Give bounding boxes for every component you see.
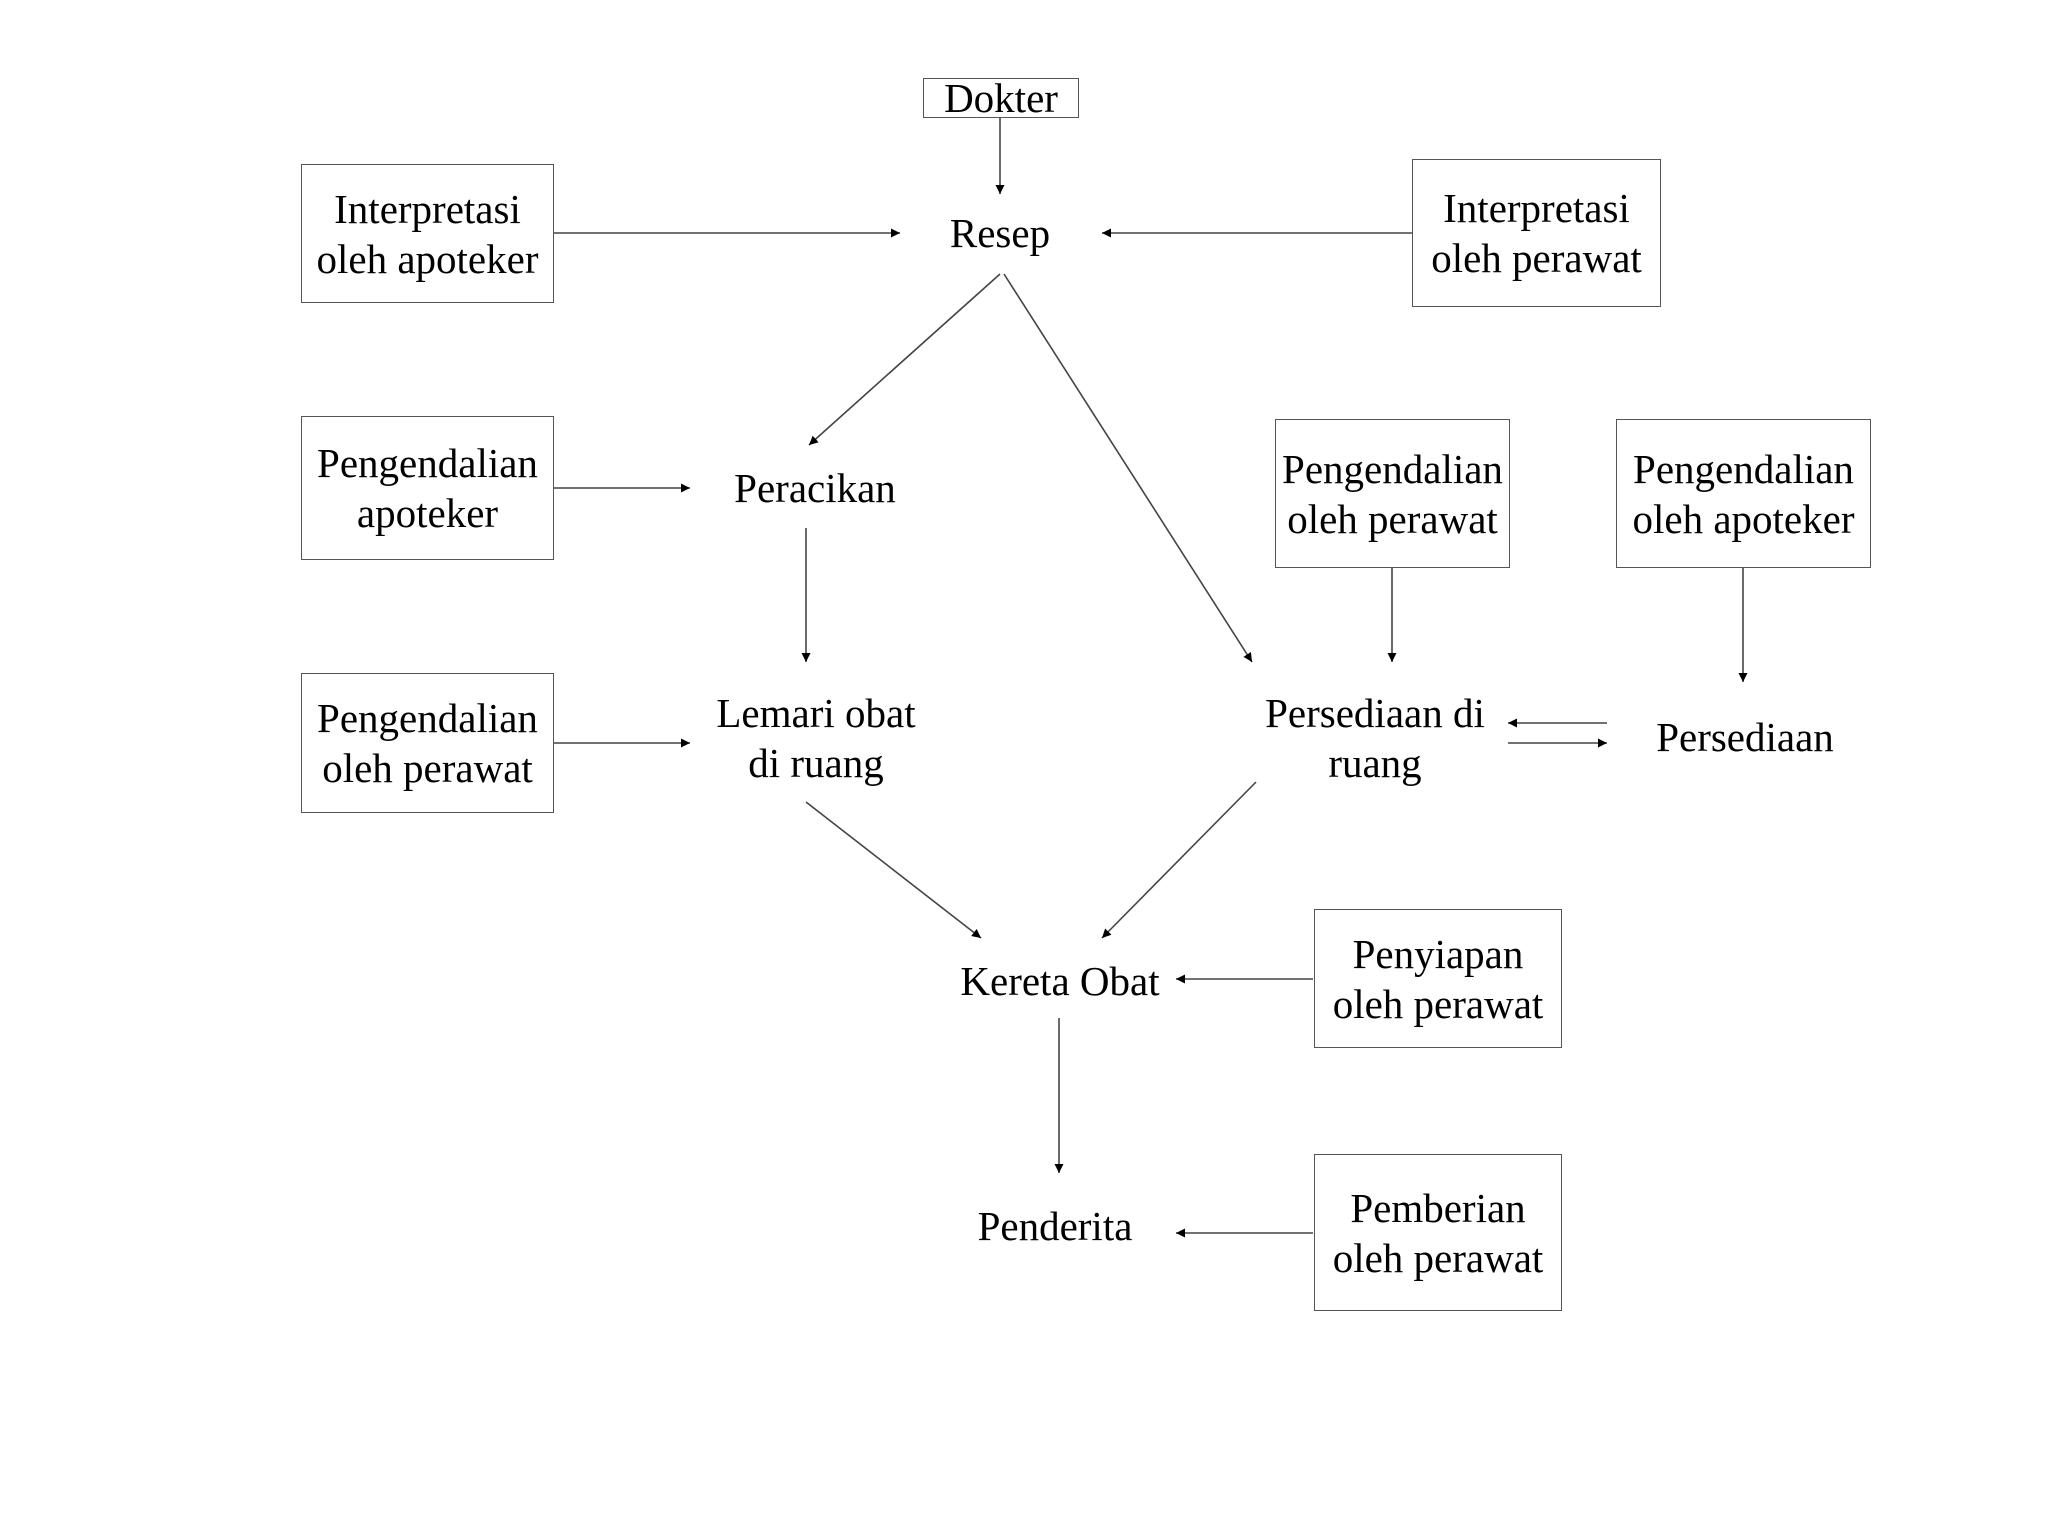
interpretasi-perawat-line1: Interpretasi xyxy=(1443,185,1630,231)
dokter-label: Dokter xyxy=(944,75,1058,121)
pengendalian-apoteker-left-box: Pengendalian apoteker xyxy=(301,416,554,560)
pengendalian-perawat-right-line1: Pengendalian xyxy=(1282,445,1503,492)
persediaan-node: Persediaan xyxy=(1630,709,1860,765)
penderita-node: Penderita xyxy=(935,1198,1175,1254)
pengendalian-apoteker-right-box: Pengendalian oleh apoteker xyxy=(1616,419,1871,568)
resep-label: Resep xyxy=(949,210,1051,256)
penyiapan-line2: oleh perawat xyxy=(1332,980,1544,1027)
pengendalian-perawat-left-line2: oleh perawat xyxy=(322,745,533,791)
dokter-box: Dokter xyxy=(923,75,1079,121)
persediaan-di-ruang-node: Persediaan di ruang xyxy=(1245,686,1505,790)
pemberian-line1: Pemberian xyxy=(1350,1184,1526,1231)
interpretasi-apoteker-line1: Interpretasi xyxy=(334,185,521,232)
lemari-obat-line1: Lemari obat xyxy=(716,690,916,736)
arrow-lemari-kereta xyxy=(805,801,982,939)
kereta-obat-node: Kereta Obat xyxy=(935,953,1185,1009)
penyiapan-line1: Penyiapan xyxy=(1352,930,1524,977)
penyiapan-box: Penyiapan oleh perawat xyxy=(1314,909,1562,1048)
lemari-obat-node: Lemari obat di ruang xyxy=(686,686,946,790)
interpretasi-perawat-box: Interpretasi oleh perawat xyxy=(1412,159,1661,307)
pengendalian-perawat-right-line2: oleh perawat xyxy=(1287,495,1498,542)
peracikan-label: Peracikan xyxy=(734,465,896,511)
pengendalian-apoteker-left-line1: Pengendalian xyxy=(317,440,538,486)
pengendalian-perawat-left-line1: Pengendalian xyxy=(317,695,538,741)
pengendalian-apoteker-left-line2: apoteker xyxy=(356,490,499,536)
interpretasi-apoteker-line2: oleh apoteker xyxy=(316,235,539,282)
persediaan-label: Persediaan xyxy=(1656,714,1834,760)
pengendalian-apoteker-right-line1: Pengendalian xyxy=(1633,445,1854,492)
arrow-resep-persediaan-ruang xyxy=(1003,273,1253,663)
penderita-label: Penderita xyxy=(977,1203,1133,1249)
arrow-resep-peracikan xyxy=(808,273,1001,446)
pemberian-line2: oleh perawat xyxy=(1332,1234,1544,1281)
lemari-obat-line2: di ruang xyxy=(748,740,884,786)
persediaan-di-ruang-line2: ruang xyxy=(1328,740,1422,786)
pemberian-box: Pemberian oleh perawat xyxy=(1314,1154,1562,1311)
pengendalian-perawat-right-box: Pengendalian oleh perawat xyxy=(1275,419,1510,568)
arrow-persediaan-ruang-kereta xyxy=(1101,781,1257,939)
pengendalian-perawat-left-box: Pengendalian oleh perawat xyxy=(301,673,554,813)
kereta-obat-label: Kereta Obat xyxy=(960,958,1160,1004)
interpretasi-apoteker-box: Interpretasi oleh apoteker xyxy=(301,164,554,303)
interpretasi-perawat-line2: oleh perawat xyxy=(1431,235,1642,281)
pengendalian-apoteker-right-line2: oleh apoteker xyxy=(1632,495,1855,542)
persediaan-di-ruang-line1: Persediaan di xyxy=(1265,690,1485,736)
resep-node: Resep xyxy=(900,205,1100,261)
peracikan-node: Peracikan xyxy=(700,460,930,516)
